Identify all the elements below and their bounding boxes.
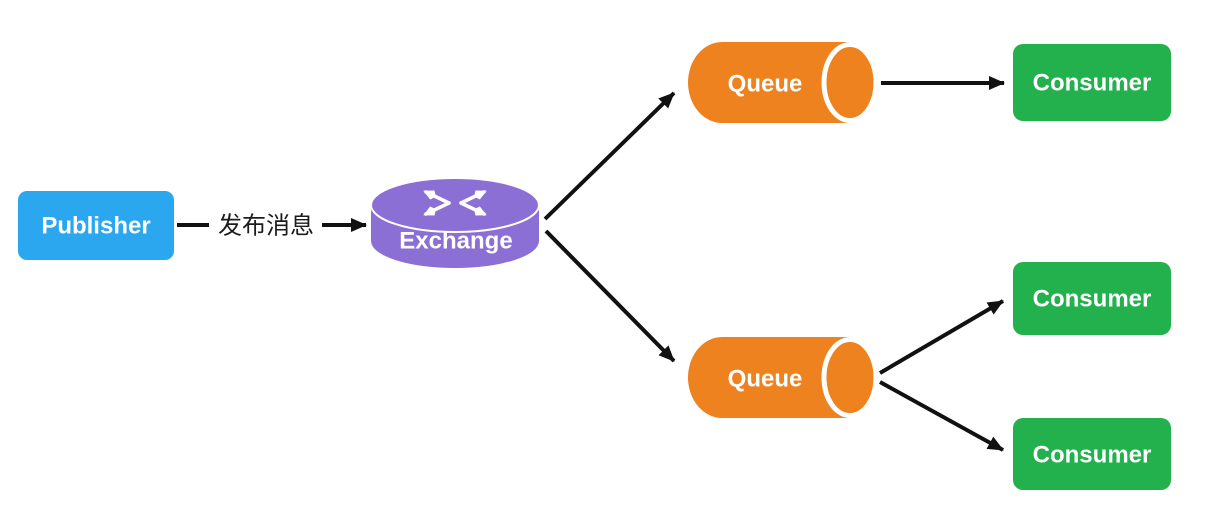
edge-queue-bottom-to-consumer-3 [879,380,1004,452]
publisher-label: Publisher [41,213,150,240]
edge-exchange-to-queue-top [543,91,676,221]
edge-exchange-to-queue-bottom [544,229,676,363]
queue-top-body [688,42,850,123]
queue-top-cap [821,42,879,123]
consumer-1-box [1013,44,1171,121]
consumer-1-label: Consumer [1033,70,1152,97]
consumer-node-2: Consumer [1013,262,1171,335]
consumer-3-box [1013,418,1171,490]
publisher-box [18,191,174,260]
exchange-cylinder-top [370,177,540,233]
queue-bottom-body [688,337,850,418]
routing-arrows-icon [423,190,487,216]
consumer-2-label: Consumer [1033,286,1152,313]
edges [177,76,1005,452]
consumer-node-3: Consumer [1013,418,1171,490]
publish-message-edge-label: 发布消息 [218,213,314,240]
queue-bottom-label: Queue [728,366,803,393]
edge-queue-bottom-to-consumer-2 [878,299,1005,375]
consumer-node-1: Consumer [1013,44,1171,121]
consumer-3-label: Consumer [1033,442,1152,469]
publisher-node: Publisher [18,191,174,260]
consumer-2-box [1013,262,1171,335]
exchange-label: Exchange [399,228,512,255]
queue-node-top: Queue [688,42,879,123]
queue-top-label: Queue [728,71,803,98]
queue-node-bottom: Queue [688,337,879,418]
exchange-node: Exchange [370,177,540,268]
queue-bottom-cap [821,337,879,418]
